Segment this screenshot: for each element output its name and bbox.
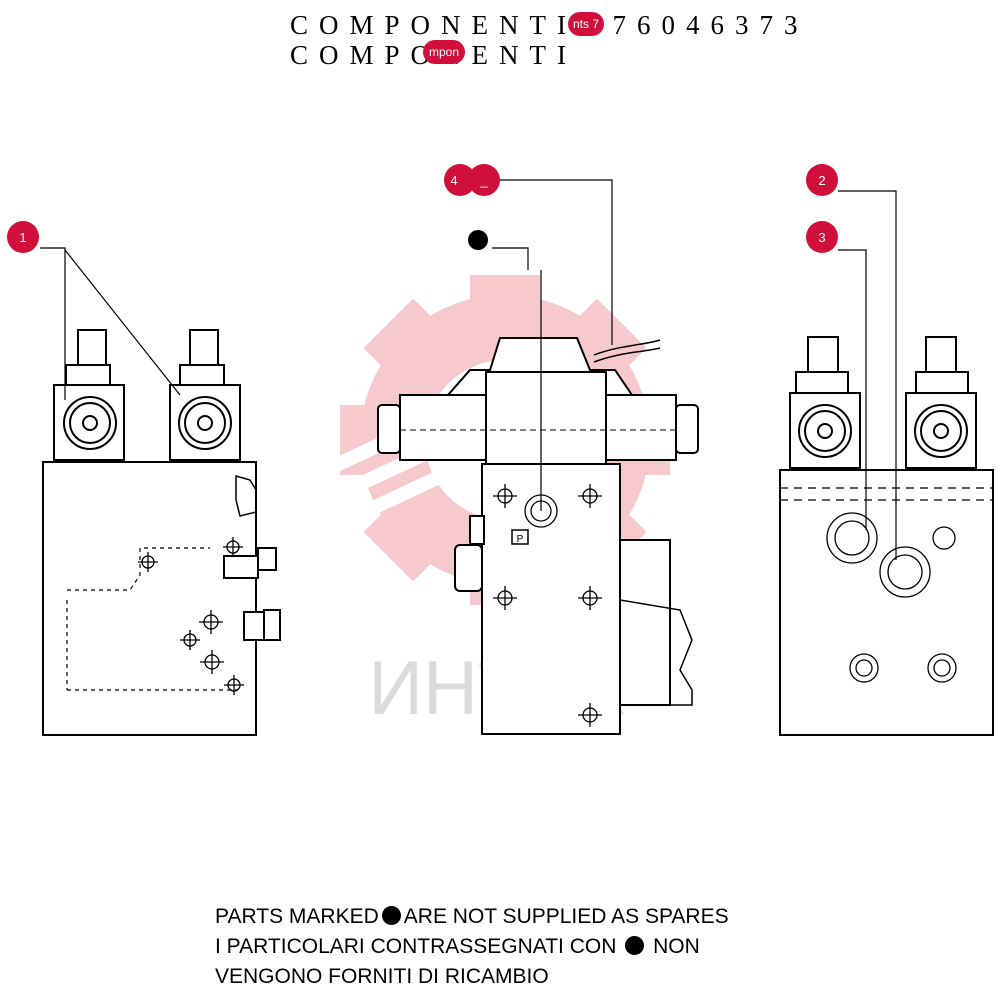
left-valve-block [42,329,281,736]
note-line-1b: ARE NOT SUPPLIED AS SPARES [403,905,729,928]
callout-5-label: _ [479,173,488,188]
callout-1-label: 1 [19,230,26,245]
svg-text:P: P [517,534,524,545]
note-line-3: VENGONO FORNITI DI RICAMBIO [215,965,549,988]
bullet-marker-icon [625,936,645,955]
note-line-1a: PARTS MARKED [215,905,379,928]
leader-lines [40,179,897,560]
right-valve-block [779,336,994,736]
title-callout-badge[interactable]: mpon [423,40,465,64]
title-callout-badge[interactable]: nts 7 [568,12,604,36]
note-line-1: PARTS MARKED ARE NOT SUPPLIED AS SPARES [215,902,729,932]
title-line-1: COMPONENTI 76046373 [290,10,809,40]
callout-2[interactable]: 2 [806,164,838,196]
callout-1[interactable]: 1 [7,221,39,253]
bullet-marker-icon [381,906,401,925]
callout-5[interactable]: _ [468,164,500,196]
callout-2-label: 2 [818,173,825,188]
center-valve-block: P [377,270,699,735]
callout-4[interactable]: 4 [444,164,476,196]
note-line-2: I PARTICOLARI CONTRASSEGNATI CON NON [215,932,700,962]
callout-4-label: 4 [450,173,457,188]
callout-3[interactable]: 3 [806,221,838,253]
callout-3-label: 3 [818,230,825,245]
note-line-2b: NON [653,935,700,958]
note-line-2a: I PARTICOLARI CONTRASSEGNATI CON [215,935,617,958]
not-supplied-marker [468,230,488,250]
